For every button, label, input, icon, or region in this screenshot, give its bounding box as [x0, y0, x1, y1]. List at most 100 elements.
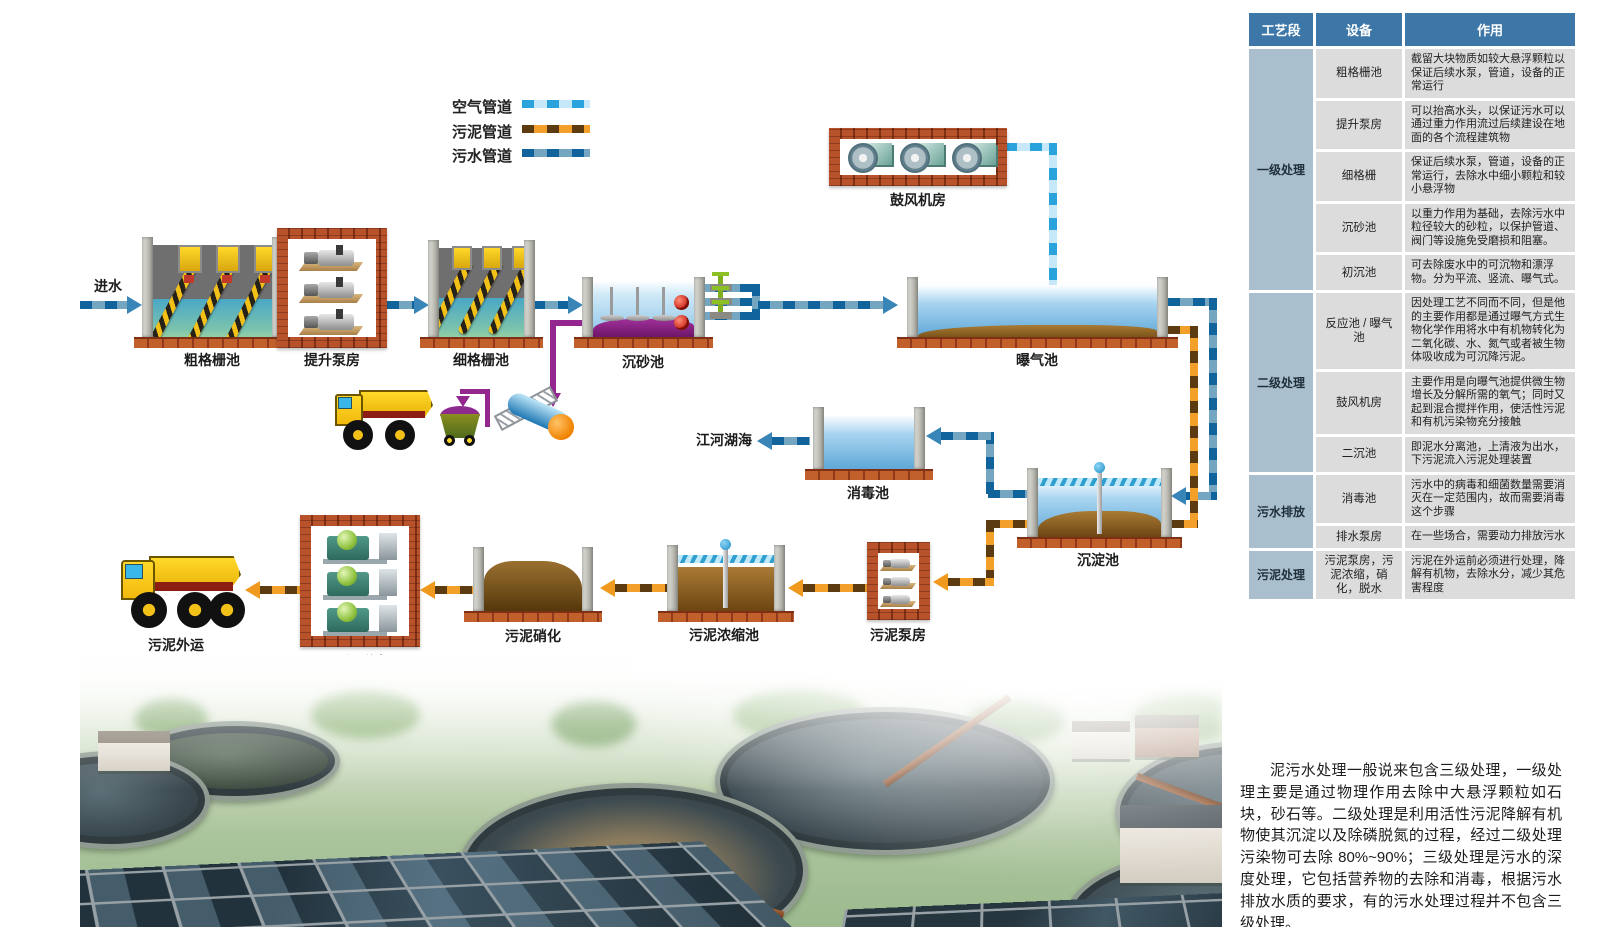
valve-icon — [710, 300, 732, 319]
tank-wall — [524, 240, 535, 337]
tank-sludge — [484, 561, 582, 611]
stage-cell: 二级处理 — [1249, 293, 1313, 472]
stirrer-disk — [626, 315, 650, 321]
arrow-fine-to-grit — [568, 296, 583, 314]
cart-load — [440, 406, 480, 416]
photo-rect-basins-right — [830, 892, 1222, 927]
tank-base — [658, 611, 794, 622]
tank-wall — [667, 545, 678, 611]
sludge-transport-label: 污泥外运 — [148, 637, 204, 653]
pole-knob — [1094, 462, 1105, 473]
table-row: 提升泵房可以抬高水头，以保证污水可以通过重力作用流过后续建设在地面的各个流程建筑… — [1249, 100, 1575, 149]
coarse-screen-tank — [134, 237, 291, 348]
table-row: 细格栅保证后续水泵，管道，设备的正常运行，去除水中细小颗粒和较小悬浮物 — [1249, 152, 1575, 201]
function-cell: 可去除废水中的可沉物和漂浮物。分为平流、竖流、曝气式。 — [1405, 255, 1575, 290]
tank-wall — [1027, 468, 1038, 537]
sludge-nitrif-to-dewater — [435, 586, 473, 594]
tank-wall — [694, 277, 705, 337]
arrow-into-thickener — [788, 579, 803, 597]
lift-pump-label: 提升泵房 — [304, 352, 360, 368]
grit-sediment — [593, 319, 694, 337]
device-cell: 鼓风机房 — [1316, 371, 1402, 434]
arrow-to-river — [757, 432, 772, 450]
stirrer-disk — [600, 315, 624, 321]
center-pole — [1097, 470, 1102, 534]
table-row: 鼓风机房主要作用是向曝气池提供微生物增长及分解所需的氧气；同时又起到混合搅拌作用… — [1249, 371, 1575, 434]
arrow-into-sedimentation — [1171, 487, 1186, 505]
truck-wheel — [131, 592, 167, 628]
inflow-pipe — [80, 301, 128, 309]
tank-base — [574, 337, 713, 348]
tank-base — [134, 337, 291, 348]
cart-wheel — [444, 435, 455, 446]
tank-wall — [907, 277, 918, 337]
tank-base — [420, 337, 543, 348]
pump-unit — [298, 245, 366, 271]
tank-wall — [582, 547, 593, 611]
device-cell: 反应池 / 曝气池 — [1316, 293, 1402, 369]
blower-room-interior — [840, 139, 996, 175]
sedimentation-label: 沉淀池 — [1077, 552, 1119, 568]
device-cell: 沉砂池 — [1316, 203, 1402, 252]
pump-unit — [298, 277, 366, 303]
pipe-fine-to-grit — [533, 301, 569, 309]
sludge-sed-out-h — [988, 520, 1028, 528]
stage-cell: 污泥处理 — [1249, 550, 1313, 599]
aeration-tank — [897, 277, 1178, 348]
sludge-truck — [115, 548, 245, 628]
sludge-thickener-tank — [658, 539, 794, 622]
conveyor-drum — [548, 414, 574, 440]
function-cell: 因处理工艺不同而不同，但是他的主要作用都是通过曝气方式生物化学作用将水中有机物转… — [1405, 293, 1575, 369]
inflow-arrow — [127, 296, 142, 314]
sludge-pipe-legend-swatch — [522, 125, 590, 133]
table-row: 沉砂池以重力作用为基础，去除污水中粒径较大的砂粒，以保护管道、阀门等设施免受磨损… — [1249, 203, 1575, 252]
fine-screen-tank — [420, 240, 543, 348]
photo-building — [98, 731, 170, 771]
tank-wall — [813, 407, 824, 469]
truck-wheel — [343, 420, 373, 450]
truck-wheel — [385, 420, 415, 450]
stirrer-disk — [652, 315, 676, 321]
blower-unit — [952, 143, 996, 173]
legend-row-sludge: 污泥管道 — [380, 121, 590, 141]
tank-water — [824, 415, 914, 469]
tank-wall — [473, 547, 484, 611]
pipe-into-sed-h — [1186, 492, 1217, 500]
device-cell: 排水泵房 — [1316, 526, 1402, 548]
table-row: 一级处理粗格栅池截留大块物质如较大悬浮颗粒以保证后续水泵，管道，设备的正常运行 — [1249, 49, 1575, 290]
device-cell: 细格栅 — [1316, 152, 1402, 201]
tank-wall — [914, 407, 925, 469]
sewage-pipe-legend-swatch — [522, 149, 590, 157]
function-cell: 即泥水分离池，上清液为出水，下污泥流入污泥处理装置 — [1405, 436, 1575, 472]
table-row: 二沉池即泥水分离池，上清液为出水，下污泥流入污泥处理装置 — [1249, 436, 1575, 472]
screen-drive — [178, 245, 202, 273]
table-row: 排水泵房在一些场合，需要动力排放污水 — [1249, 526, 1575, 548]
photo-building — [1120, 805, 1222, 883]
pipe-aeration-out-v — [1209, 298, 1217, 496]
sludge-nitrification-tank — [464, 547, 602, 622]
device-cell: 消毒池 — [1316, 474, 1402, 523]
arrow-into-disinfection — [926, 427, 941, 445]
function-cell: 主要作用是向曝气池提供微生物增长及分解所需的氧气；同时又起到混合搅拌作用，使活性… — [1405, 371, 1575, 434]
cart-wheel — [464, 435, 475, 446]
river-label: 江河湖海 — [696, 432, 752, 448]
arrow-into-sludge-pump — [933, 573, 948, 591]
nitrification-label: 污泥硝化 — [505, 628, 561, 644]
device-cell: 初沉池 — [1316, 255, 1402, 290]
stirrer — [636, 287, 639, 319]
table-header-cell: 作用 — [1405, 13, 1575, 46]
photo-building — [1072, 721, 1130, 759]
small-pump-unit — [879, 591, 918, 607]
function-cell: 保证后续水泵，管道，设备的正常运行，去除水中细小颗粒和较小悬浮物 — [1405, 152, 1575, 201]
summary-paragraph: 泥污水处理一般说来包含三级处理，一级处理主要是通过物理作用去除中大悬浮颗粒如石块… — [1240, 762, 1562, 927]
pipe-to-river — [772, 437, 810, 445]
legend-label-sewage: 污水管道 — [451, 148, 512, 165]
legend-row-air: 空气管道 — [380, 96, 590, 116]
screen-motor — [260, 275, 270, 283]
stage-cell: 污水排放 — [1249, 474, 1313, 548]
blower-room — [829, 128, 1007, 186]
tank-wall — [774, 545, 785, 611]
tank-wall — [1157, 277, 1168, 337]
sludge-aeration-out-h — [1168, 326, 1198, 334]
